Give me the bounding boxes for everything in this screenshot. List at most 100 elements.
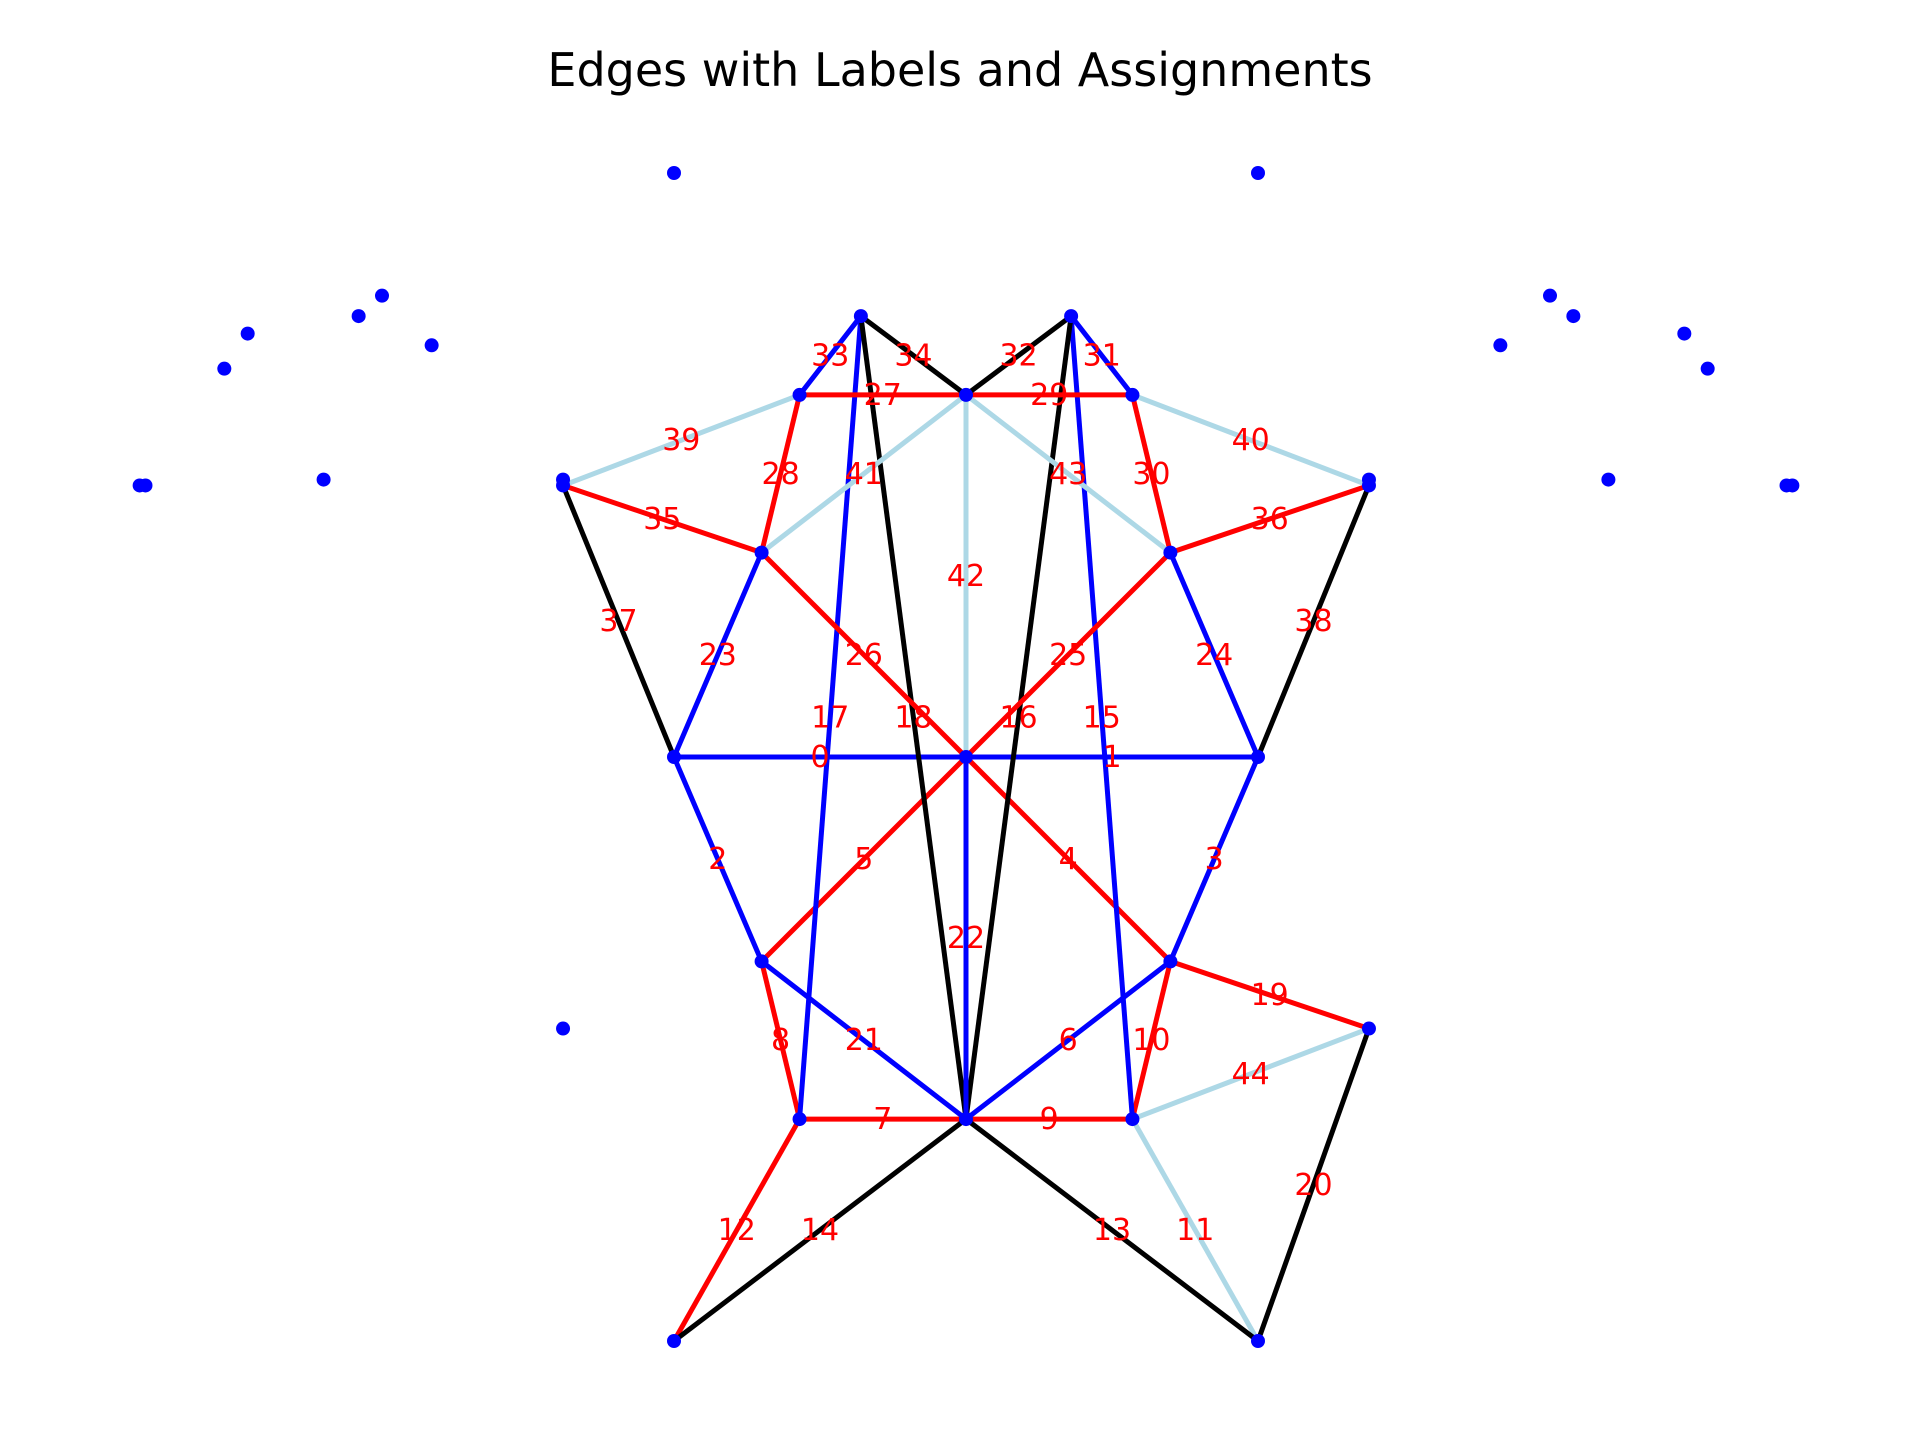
vertex-dot	[1251, 750, 1265, 764]
edge-label: 9	[1040, 1102, 1059, 1137]
edge-14	[672, 1117, 968, 1343]
vertex-dot	[1251, 166, 1265, 180]
edge-label: 19	[1251, 978, 1289, 1013]
edge-19	[1169, 959, 1370, 1031]
edge-label: 2	[708, 842, 727, 877]
edge-label: 13	[1093, 1213, 1131, 1248]
edge-37	[560, 484, 677, 758]
vertex-dot	[217, 361, 232, 376]
vertex-dot	[1677, 326, 1692, 341]
edge-label: 41	[845, 457, 883, 492]
edge-24	[1168, 551, 1261, 758]
edge-28	[759, 394, 802, 554]
edge-label: 37	[599, 604, 637, 639]
vertex-dot	[1125, 1112, 1140, 1127]
edge-label: 30	[1132, 457, 1170, 492]
vertex-dot	[316, 472, 331, 487]
vertex-dot	[667, 750, 681, 764]
edge-label: 4	[1059, 842, 1078, 877]
edge-41	[760, 392, 968, 555]
edge-12	[671, 1117, 802, 1343]
edge-4	[964, 755, 1173, 964]
vertex-dot	[1125, 387, 1140, 402]
edge-10	[1130, 960, 1173, 1120]
vertex-dot	[424, 338, 439, 353]
edges-layer	[560, 314, 1372, 1343]
edge-label: 18	[894, 701, 932, 736]
edge-21	[760, 959, 968, 1122]
vertex-dot	[959, 1112, 973, 1127]
edge-30	[1130, 394, 1173, 554]
edge-13	[964, 1117, 1260, 1343]
vertex-dot	[959, 750, 973, 764]
vertex-dot	[556, 1021, 571, 1036]
vertex-dot	[1163, 954, 1178, 969]
edge-25	[964, 550, 1173, 759]
edge-17	[797, 315, 864, 1120]
vertex-dot	[132, 478, 147, 493]
figure-title: Edges with Labels and Assignments	[547, 43, 1372, 97]
edge-label: 17	[811, 701, 849, 736]
vertex-dot	[754, 954, 769, 969]
vertex-dot	[1251, 1334, 1265, 1348]
edge-label: 23	[699, 638, 737, 673]
vertex-dot	[1361, 472, 1376, 487]
vertex-dot	[1163, 545, 1178, 560]
edge-label: 35	[643, 502, 681, 537]
edge-label: 8	[771, 1023, 790, 1058]
edge-38	[1255, 484, 1372, 758]
edge-label: 36	[1251, 502, 1289, 537]
edge-label: 43	[1049, 457, 1087, 492]
edge-label: 16	[999, 701, 1037, 736]
vertex-dot	[667, 166, 681, 180]
edge-label: 11	[1176, 1213, 1214, 1248]
edge-label: 7	[873, 1102, 892, 1137]
edge-33	[797, 314, 863, 397]
edge-31	[1069, 314, 1135, 397]
edge-label: 29	[1030, 378, 1068, 413]
edge-44	[1131, 1026, 1370, 1122]
vertex-dot	[1361, 1021, 1376, 1036]
vertex-dot	[375, 288, 389, 303]
vertices-layer	[132, 166, 1800, 1348]
vertex-dot	[556, 472, 571, 487]
edge-label: 42	[947, 559, 985, 594]
edge-label: 38	[1294, 604, 1332, 639]
vertex-dot	[1493, 338, 1508, 353]
edge-label: 21	[845, 1023, 883, 1058]
vertex-dot	[351, 309, 366, 324]
edge-3	[1168, 756, 1261, 963]
vertex-dot	[792, 1112, 807, 1127]
vertex-dot	[1566, 309, 1581, 324]
edge-23	[671, 551, 764, 758]
edge-label: 28	[761, 457, 799, 492]
edge-11	[1130, 1117, 1261, 1343]
vertex-dot	[1700, 361, 1715, 376]
edge-2	[671, 756, 764, 963]
edge-20	[1255, 1027, 1372, 1342]
edge-label: 33	[811, 339, 849, 374]
edge-36	[1169, 483, 1370, 555]
edge-5	[759, 755, 968, 964]
edge-34	[859, 314, 968, 397]
edge-39	[562, 392, 801, 488]
edge-label: 25	[1049, 638, 1087, 673]
vertex-dot	[1601, 472, 1616, 487]
edge-40	[1131, 392, 1370, 488]
edge-label: 6	[1059, 1023, 1078, 1058]
edge-18	[858, 315, 969, 1120]
edge-label: 1	[1102, 740, 1121, 775]
vertex-dot	[240, 326, 255, 341]
edge-35	[562, 483, 763, 555]
vertex-dot	[1785, 478, 1800, 493]
edge-15	[1068, 315, 1135, 1120]
edge-label: 26	[845, 638, 883, 673]
edge-label: 27	[864, 378, 902, 413]
edge-label: 32	[999, 339, 1037, 374]
edge-16	[963, 315, 1074, 1120]
vertex-dot	[792, 387, 807, 402]
edge-label: 22	[947, 921, 985, 956]
vertex-dot	[853, 309, 868, 324]
